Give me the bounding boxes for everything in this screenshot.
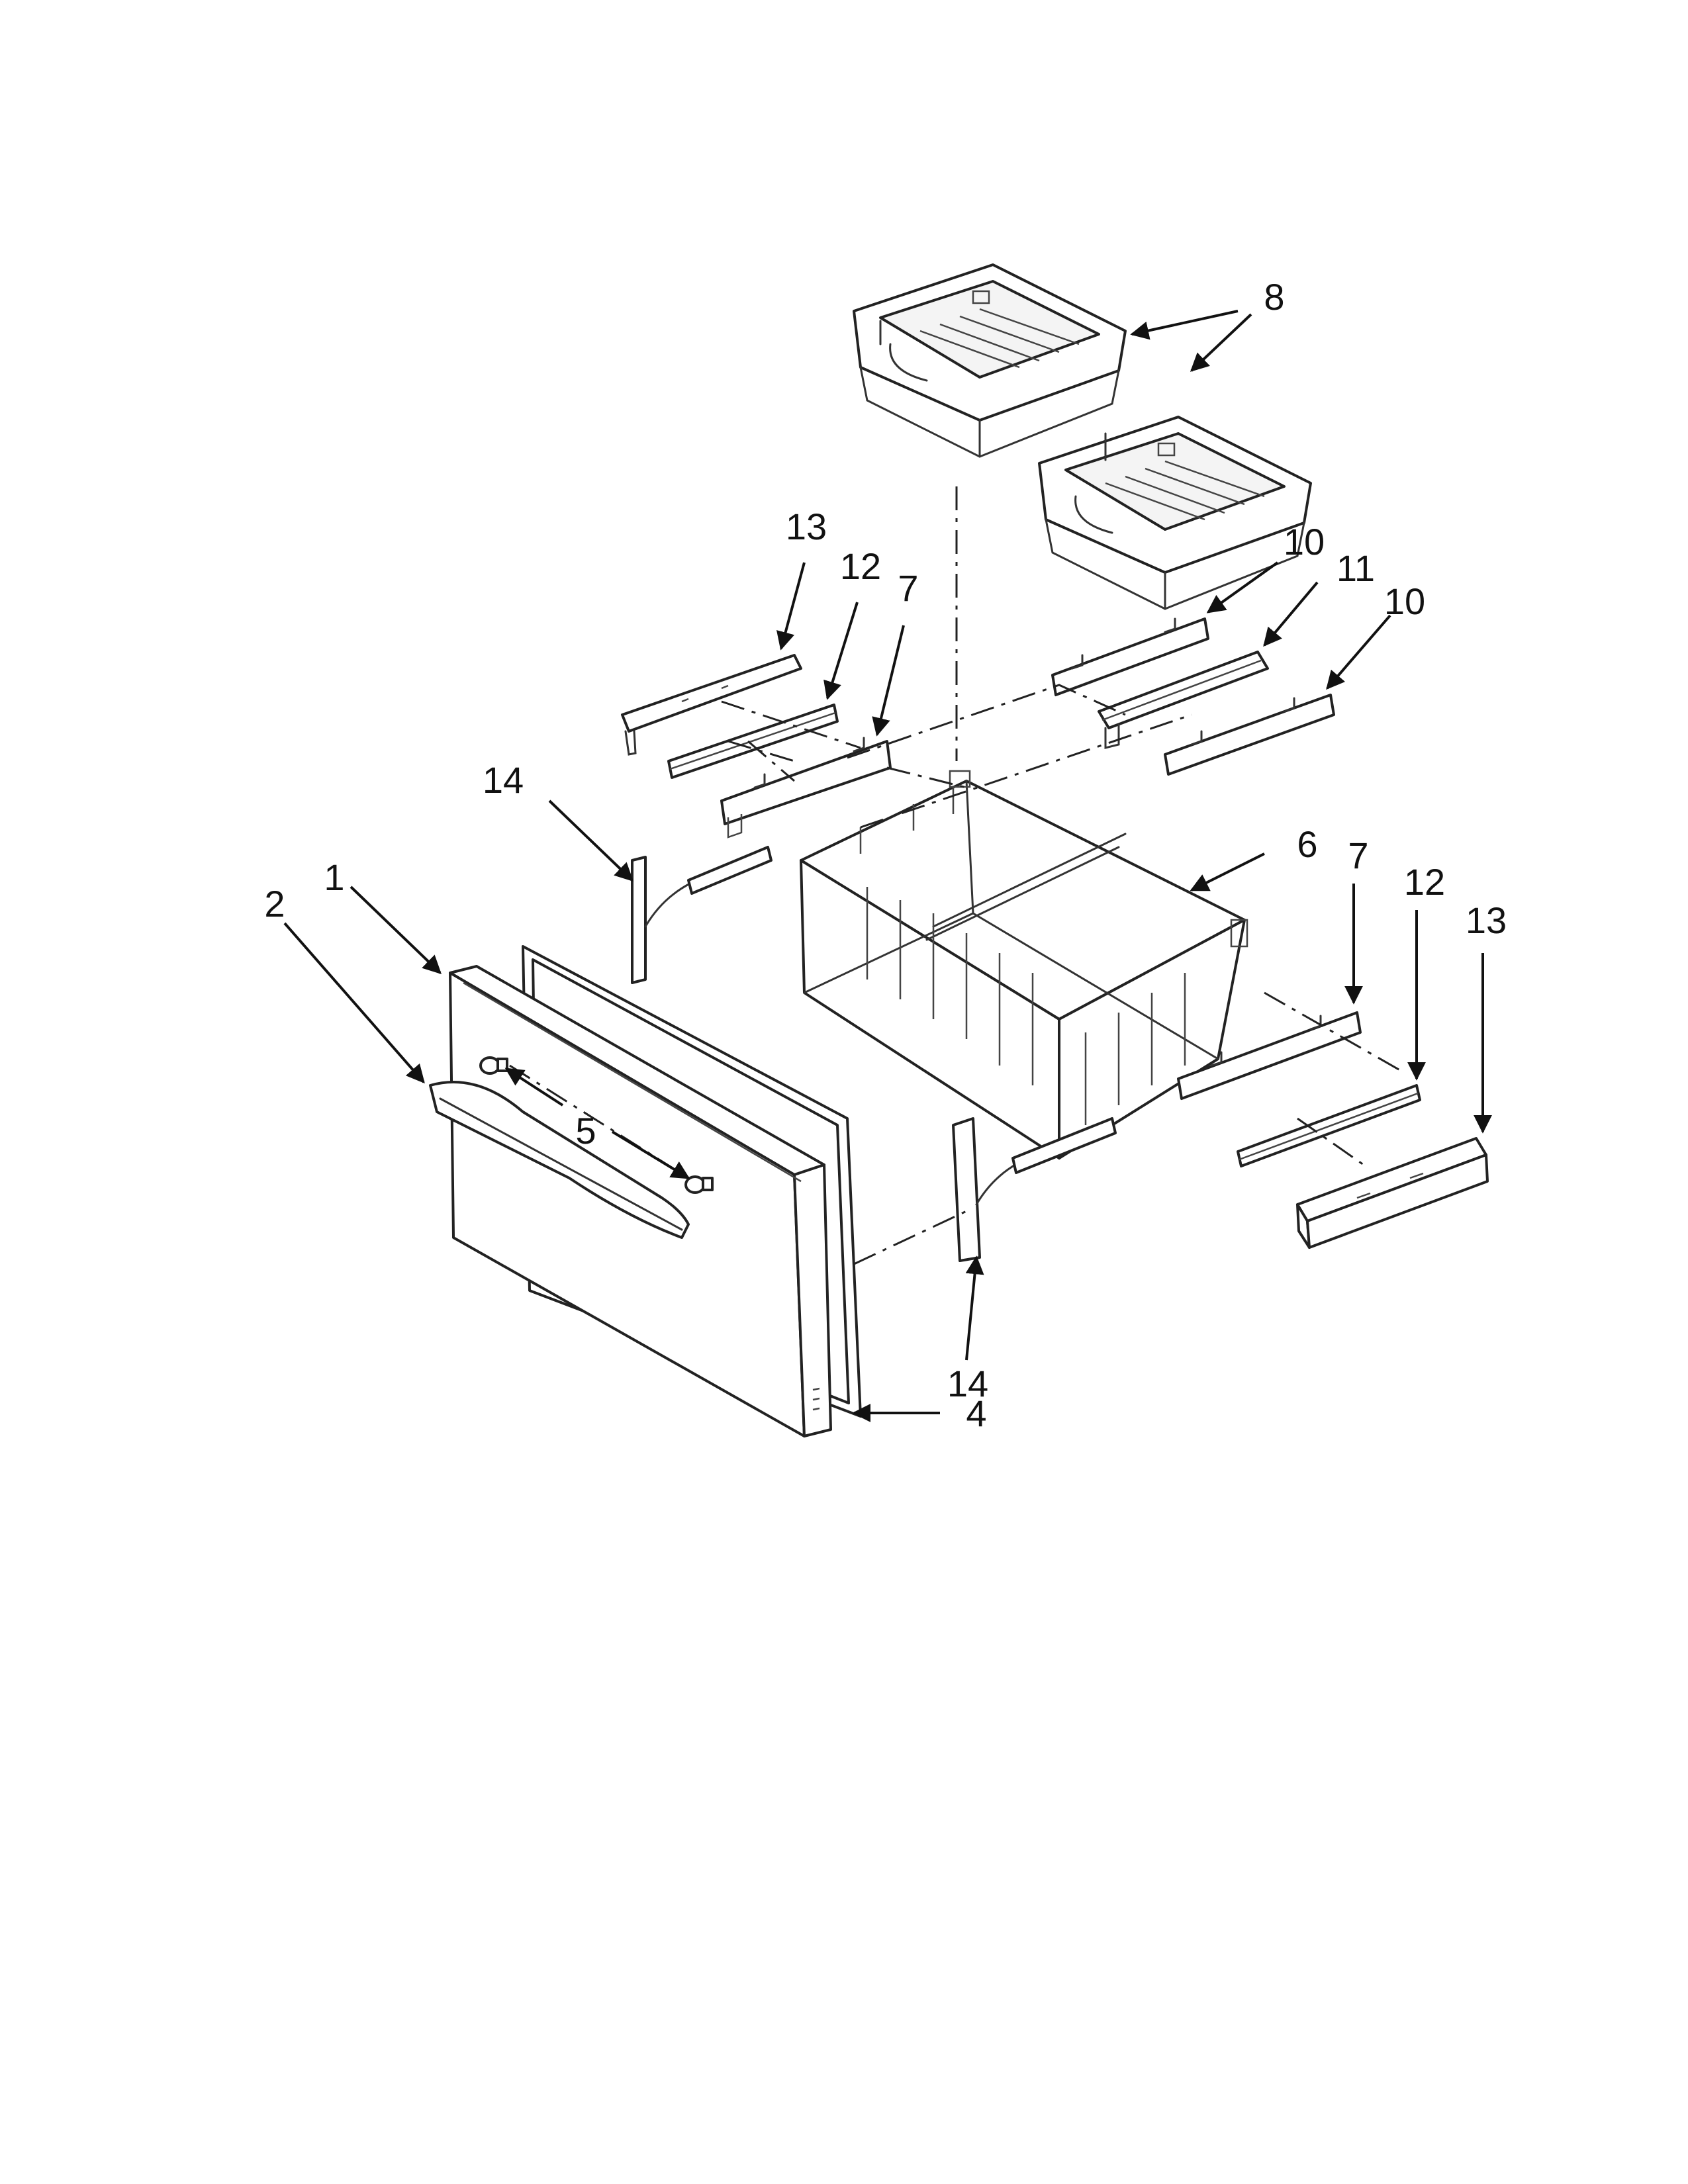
callout-1: 1 [324, 856, 344, 898]
upper-basket-left [853, 263, 1127, 458]
callout-4: 4 [966, 1392, 986, 1434]
slide-rail-left [667, 704, 839, 779]
callout-14-upper: 14 [483, 759, 524, 801]
callout-12-lower: 12 [1404, 861, 1445, 903]
handle-screw-right [684, 1175, 714, 1194]
slide-bracket-upper [631, 846, 773, 984]
callout-14-lower: 14 [947, 1363, 988, 1404]
callout-7-lower: 7 [1348, 835, 1368, 876]
rail-cover-left [621, 654, 802, 756]
callout-6: 6 [1297, 823, 1317, 865]
slide-rail-lower-right [1237, 1084, 1421, 1167]
callout-11: 11 [1336, 547, 1375, 589]
callout-13-upper: 13 [786, 506, 827, 547]
callout-12-upper: 12 [840, 545, 881, 587]
callout-labels: 8 13 12 7 10 11 10 14 6 7 12 13 1 2 5 14… [264, 276, 1507, 1434]
drawer-handle [429, 1081, 690, 1239]
freezer-basket [800, 770, 1248, 1160]
callout-8: 8 [1264, 276, 1284, 318]
callout-10-front: 10 [1284, 521, 1325, 563]
rail-cover-lower-right [1296, 1137, 1489, 1249]
callout-7-upper: 7 [898, 567, 918, 609]
center-rail-right [1098, 651, 1269, 749]
callout-13-lower: 13 [1466, 899, 1507, 941]
rail-bracket-right-front [1051, 617, 1209, 696]
handle-screw-left [479, 1056, 508, 1075]
leader-lines [283, 310, 1492, 1422]
rail-bracket-right-rear [1164, 694, 1335, 776]
callout-2: 2 [264, 883, 285, 925]
callout-5: 5 [575, 1110, 596, 1152]
slide-bracket-lower [952, 1117, 1117, 1262]
upper-basket-right [1038, 416, 1312, 610]
callout-10-rear: 10 [1384, 580, 1425, 622]
alignment-lines [509, 486, 1404, 1265]
